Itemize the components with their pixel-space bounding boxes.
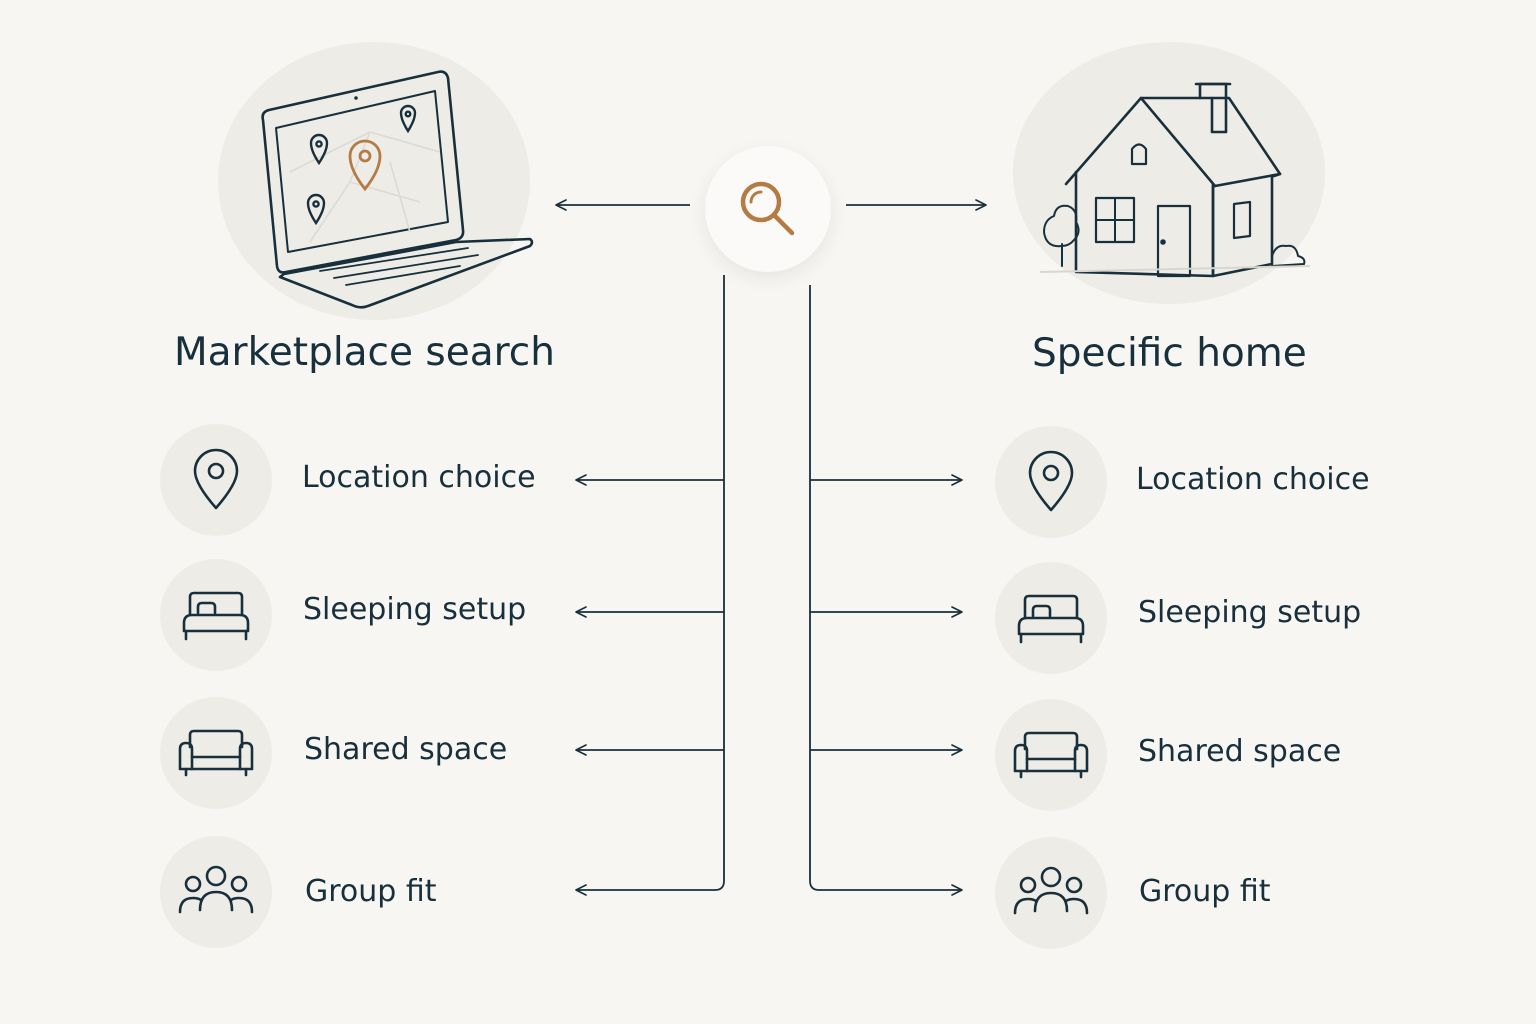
location-pin-icon — [1028, 450, 1074, 512]
right-trunk — [809, 285, 963, 896]
left-item-group-circle — [160, 836, 272, 948]
right-item-shared-label: Shared space — [1138, 734, 1342, 769]
search-hub — [705, 146, 831, 272]
right-item-group-circle — [995, 837, 1107, 949]
right-item-group-label: Group fit — [1139, 874, 1271, 909]
group-icon — [1013, 866, 1089, 915]
house-icon — [1039, 82, 1311, 278]
left-item-shared-circle — [160, 697, 272, 809]
left-title: Marketplace search — [174, 330, 555, 375]
sofa-icon — [1013, 731, 1089, 779]
left-item-group-label: Group fit — [305, 874, 437, 909]
left-item-location-label: Location choice — [302, 460, 536, 495]
right-item-shared-circle — [995, 699, 1107, 811]
right-item-location-circle — [995, 426, 1107, 538]
left-item-location-circle — [160, 424, 272, 536]
magnifier-icon — [740, 181, 795, 236]
group-icon — [178, 865, 254, 914]
bed-icon — [1017, 594, 1085, 644]
left-trunk — [575, 275, 725, 896]
laptop-map-icon — [261, 70, 534, 309]
right-title: Specific home — [1032, 331, 1307, 376]
right-item-sleeping-circle — [995, 562, 1107, 674]
right-item-sleeping-label: Sleeping setup — [1138, 595, 1362, 630]
left-item-shared-label: Shared space — [304, 732, 508, 767]
sofa-icon — [178, 729, 254, 777]
location-pin-icon — [193, 448, 239, 510]
right-item-location-label: Location choice — [1136, 462, 1370, 497]
left-item-sleeping-label: Sleeping setup — [303, 592, 527, 627]
left-item-sleeping-circle — [160, 559, 272, 671]
bed-icon — [182, 591, 250, 641]
